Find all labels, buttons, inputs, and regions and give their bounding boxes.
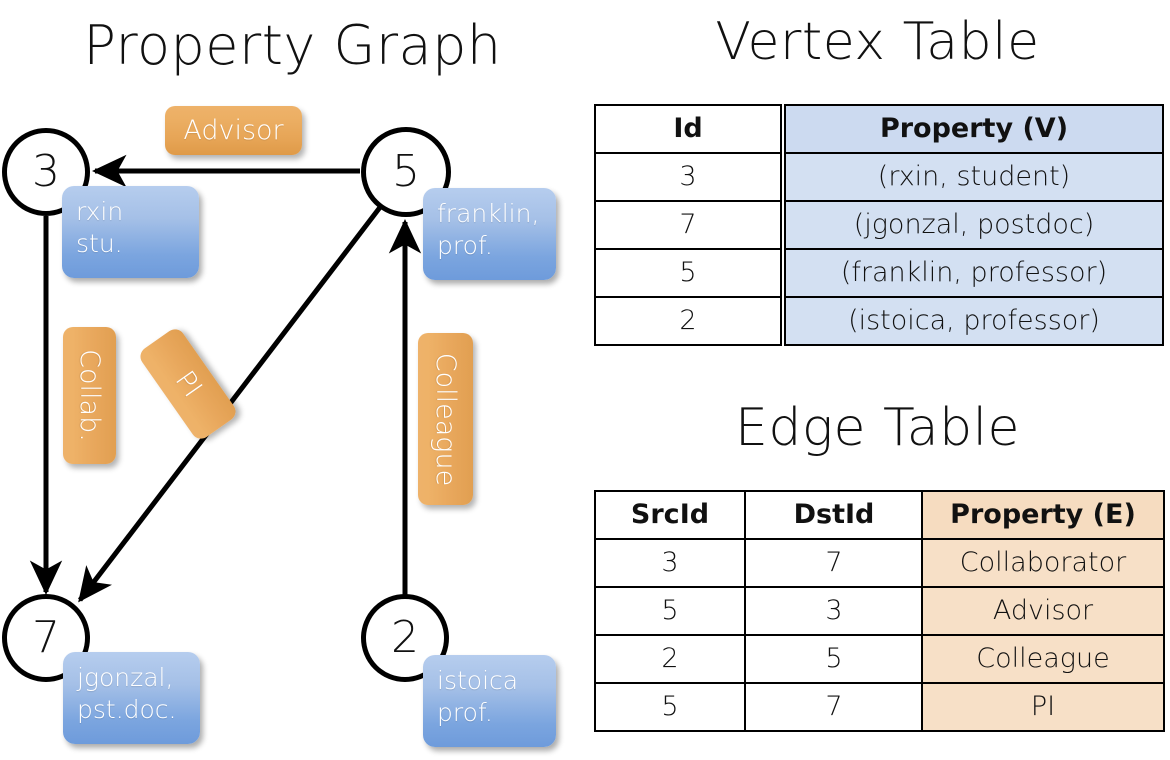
table-row: 5	[594, 248, 782, 298]
edge-table-cell-dstid: 7	[744, 538, 924, 588]
edge-label-advisor-text: Advisor	[183, 115, 284, 146]
graph-node-3-label: 3	[32, 146, 60, 197]
table-header-row: Property (E)	[921, 490, 1165, 540]
table-row: Advisor	[921, 586, 1165, 636]
vertex-table-cell-id: 7	[594, 200, 782, 250]
table-row: (jgonzal, postdoc)	[784, 200, 1164, 250]
property-graph-diagram: Advisor Collab. PI Colleague rxin stu. f…	[2, 106, 556, 747]
node-property-3-line2: stu.	[76, 229, 123, 258]
page-title-property-graph: Property Graph	[83, 14, 502, 77]
table-row: (franklin, professor)	[784, 248, 1164, 298]
vertex-table-cell-property: (franklin, professor)	[784, 248, 1164, 298]
table-header-row: Id	[594, 104, 782, 154]
vertex-table-header-id: Id	[594, 104, 782, 154]
table-row: (istoica, professor)	[784, 296, 1164, 346]
edge-table-header-srcid: SrcId	[594, 490, 746, 540]
edge-table-cell-property: PI	[921, 682, 1165, 732]
vertex-table-cell-id: 5	[594, 248, 782, 298]
vertex-table-cell-id: 2	[594, 296, 782, 346]
edge-table-cell-dstid: 5	[744, 634, 924, 684]
edge-table-id-columns: SrcId DstId 3 7 5 3 2 5 5 7	[594, 490, 924, 732]
vertex-table-cell-property: (rxin, student)	[784, 152, 1164, 202]
node-property-2-line1: istoica	[437, 666, 519, 695]
table-row: 3 7	[594, 538, 924, 588]
edge-table-cell-dstid: 7	[744, 682, 924, 732]
edge-label-collab-text: Collab.	[74, 349, 105, 442]
table-row: 5 3	[594, 586, 924, 636]
table-row: 5 7	[594, 682, 924, 732]
vertex-table-property-column: Property (V) (rxin, student) (jgonzal, p…	[784, 104, 1164, 346]
table-row: Colleague	[921, 634, 1165, 684]
table-row: Collaborator	[921, 538, 1165, 588]
vertex-table-cell-id: 3	[594, 152, 782, 202]
edge-table-cell-srcid: 5	[594, 586, 746, 636]
node-property-5-line2: prof.	[437, 231, 493, 260]
node-property-2-line2: prof.	[437, 698, 493, 727]
table-row: (rxin, student)	[784, 152, 1164, 202]
edge-label-colleague: Colleague	[418, 333, 473, 505]
edge-table-header-property: Property (E)	[921, 490, 1165, 540]
edge-table-cell-property: Advisor	[921, 586, 1165, 636]
graph-node-5-label: 5	[392, 146, 420, 197]
edge-label-colleague-text: Colleague	[430, 352, 461, 486]
node-property-box-2: istoica prof.	[423, 655, 556, 747]
graph-node-7-label: 7	[32, 612, 60, 663]
graph-node-2[interactable]: 2	[361, 594, 449, 682]
vertex-table-id-column: Id 3 7 5 2	[594, 104, 782, 346]
edge-table-property-column: Property (E) Collaborator Advisor Collea…	[921, 490, 1165, 732]
vertex-table-cell-property: (jgonzal, postdoc)	[784, 200, 1164, 250]
graph-node-5[interactable]: 5	[361, 127, 451, 217]
node-property-box-7: jgonzal, pst.doc.	[63, 652, 200, 744]
edge-table-cell-srcid: 3	[594, 538, 746, 588]
edge-label-collab: Collab.	[63, 327, 116, 464]
table-row: 2 5	[594, 634, 924, 684]
edge-table-cell-srcid: 5	[594, 682, 746, 732]
node-property-7-line1: jgonzal,	[77, 663, 174, 692]
page-title-vertex-table: Vertex Table	[715, 12, 1040, 72]
table-header-row: SrcId DstId	[594, 490, 924, 540]
edge-table-cell-dstid: 3	[744, 586, 924, 636]
node-property-box-5: franklin, prof.	[423, 188, 556, 280]
edge-label-pi-text: PI	[168, 365, 208, 403]
table-row: 7	[594, 200, 782, 250]
table-row: 2	[594, 296, 782, 346]
table-row: 3	[594, 152, 782, 202]
edge-table-cell-srcid: 2	[594, 634, 746, 684]
node-property-3-line1: rxin	[76, 197, 124, 226]
edge-label-advisor: Advisor	[165, 106, 302, 155]
edge-table-cell-property: Collaborator	[921, 538, 1165, 588]
edge-table-header-dstid: DstId	[744, 490, 924, 540]
table-header-row: Property (V)	[784, 104, 1164, 154]
vertex-table-header-property: Property (V)	[784, 104, 1164, 154]
page-title-edge-table: Edge Table	[734, 398, 1021, 458]
vertex-table-cell-property: (istoica, professor)	[784, 296, 1164, 346]
edge-table-cell-property: Colleague	[921, 634, 1165, 684]
node-property-5-line1: franklin,	[437, 199, 540, 228]
node-property-box-3: rxin stu.	[62, 186, 199, 278]
graph-node-2-label: 2	[391, 612, 419, 663]
node-property-7-line2: pst.doc.	[77, 695, 177, 724]
table-row: PI	[921, 682, 1165, 732]
